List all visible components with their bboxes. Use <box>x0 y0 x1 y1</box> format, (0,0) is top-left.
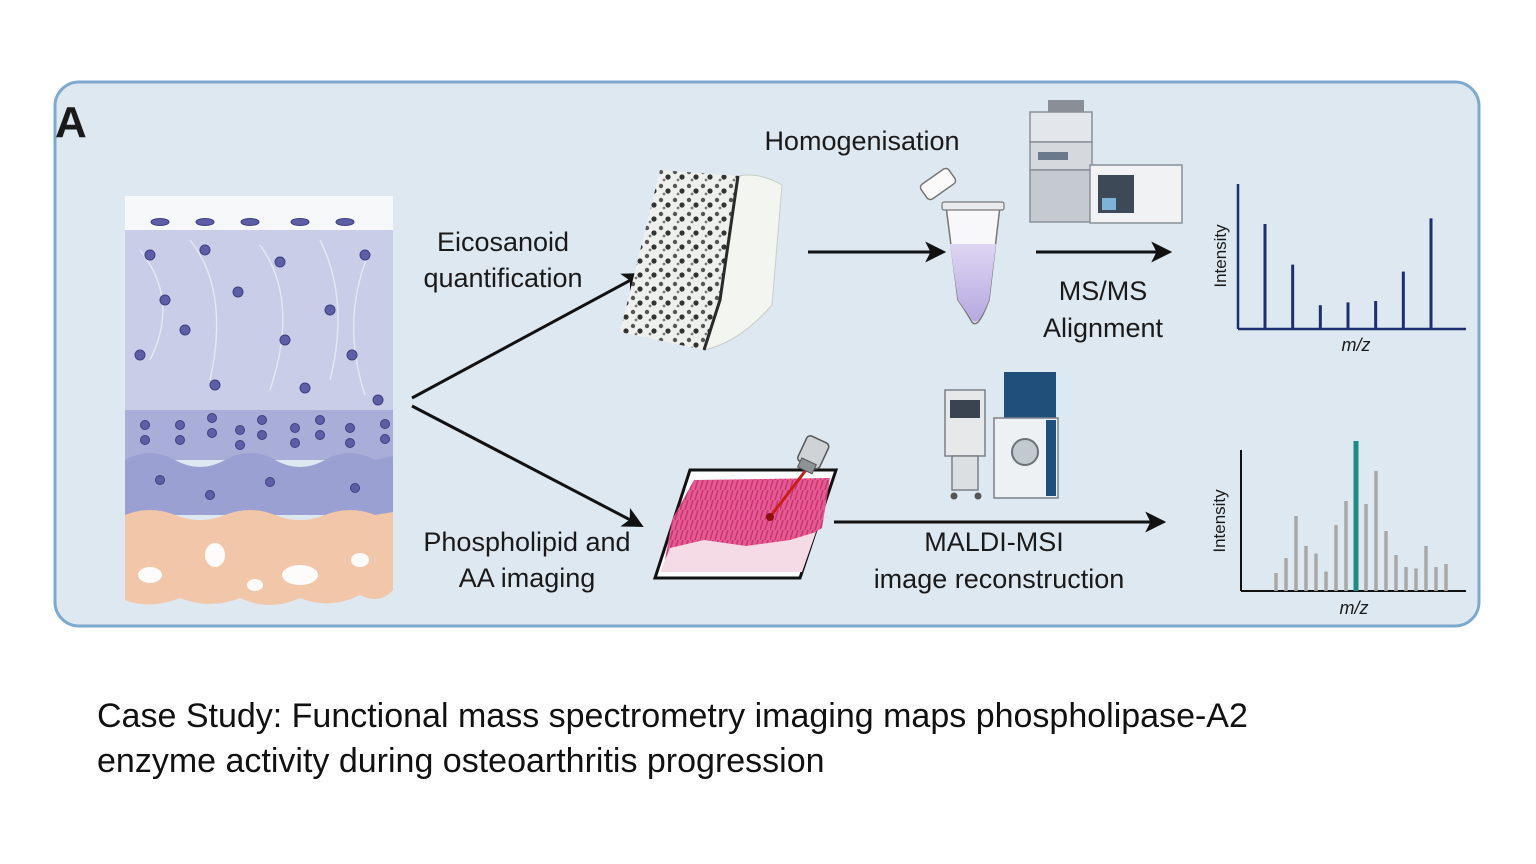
cartilage-sample-illustration <box>620 170 783 351</box>
sample-tube-illustration <box>919 167 1005 325</box>
msms-label-line1: MS/MS <box>1059 276 1148 306</box>
top-mass-spectrum: Intensity m/z <box>1211 184 1466 355</box>
maldi-label-line1: MALDI-MSI <box>924 527 1064 557</box>
eicosanoid-label-line1: Eicosanoid <box>437 227 569 257</box>
bottom-chart-ylabel: Intensity <box>1210 489 1229 553</box>
phospholipid-label-line1: Phospholipid and <box>423 527 630 557</box>
caption-line-1: Case Study: Functional mass spectrometry… <box>97 697 1248 735</box>
top-chart-xlabel: m/z <box>1342 335 1371 355</box>
panel-letter: A <box>55 98 87 147</box>
cartilage-illustration <box>125 196 393 605</box>
homogenisation-label: Homogenisation <box>764 126 959 156</box>
eicosanoid-label-line2: quantification <box>423 263 582 293</box>
top-chart-ylabel: Intensity <box>1211 224 1230 288</box>
tissue-slide-illustration <box>652 435 839 580</box>
msms-label-line2: Alignment <box>1043 313 1164 343</box>
arrow-to-phospholipid <box>411 404 644 527</box>
lc-ms-instrument-illustration <box>1029 100 1183 224</box>
bottom-mass-spectrum: Intensity m/z <box>1210 441 1466 618</box>
bottom-chart-xlabel: m/z <box>1340 598 1369 618</box>
arrow-to-eicosanoid <box>411 273 644 400</box>
maldi-instrument-illustration <box>944 372 1059 500</box>
maldi-label-line2: image reconstruction <box>874 564 1125 594</box>
phospholipid-label-line2: AA imaging <box>459 563 596 593</box>
caption-line-2: enzyme activity during osteoarthritis pr… <box>97 742 825 780</box>
figure-caption: Case Study: Functional mass spectrometry… <box>97 694 1477 784</box>
